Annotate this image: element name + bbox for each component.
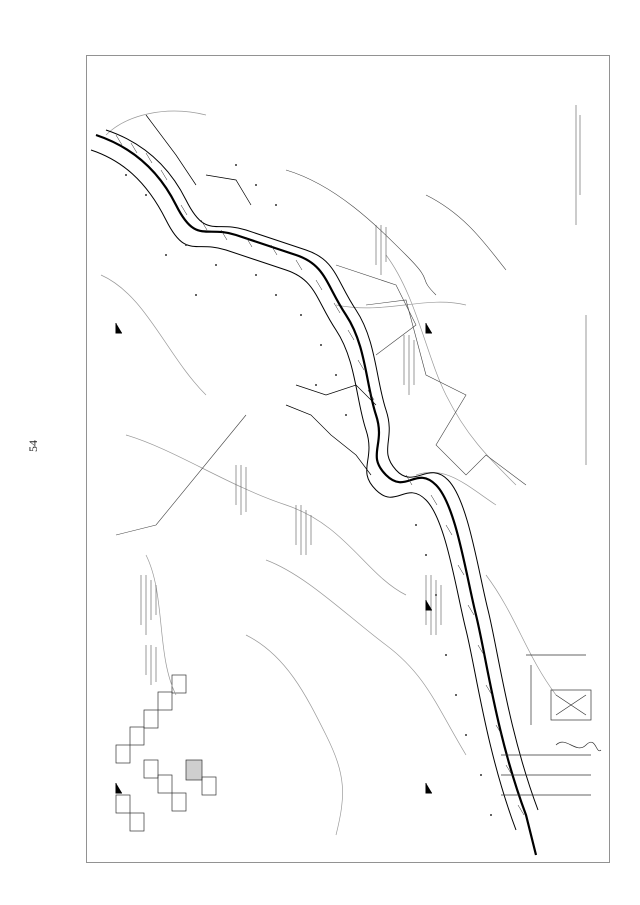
map-sheet	[86, 55, 610, 863]
page-number: 54	[26, 440, 40, 452]
survey-marks	[125, 164, 492, 816]
route-corridor	[90, 114, 539, 856]
survey-map	[86, 55, 610, 863]
sheet-border	[86, 55, 610, 863]
title-block	[501, 654, 602, 796]
contour-lines	[100, 110, 557, 836]
boundary-lines	[115, 169, 527, 536]
section-markers	[115, 323, 432, 794]
route-hatching	[115, 134, 525, 816]
key-diagram	[115, 674, 217, 832]
annotation-blocks	[140, 105, 587, 685]
